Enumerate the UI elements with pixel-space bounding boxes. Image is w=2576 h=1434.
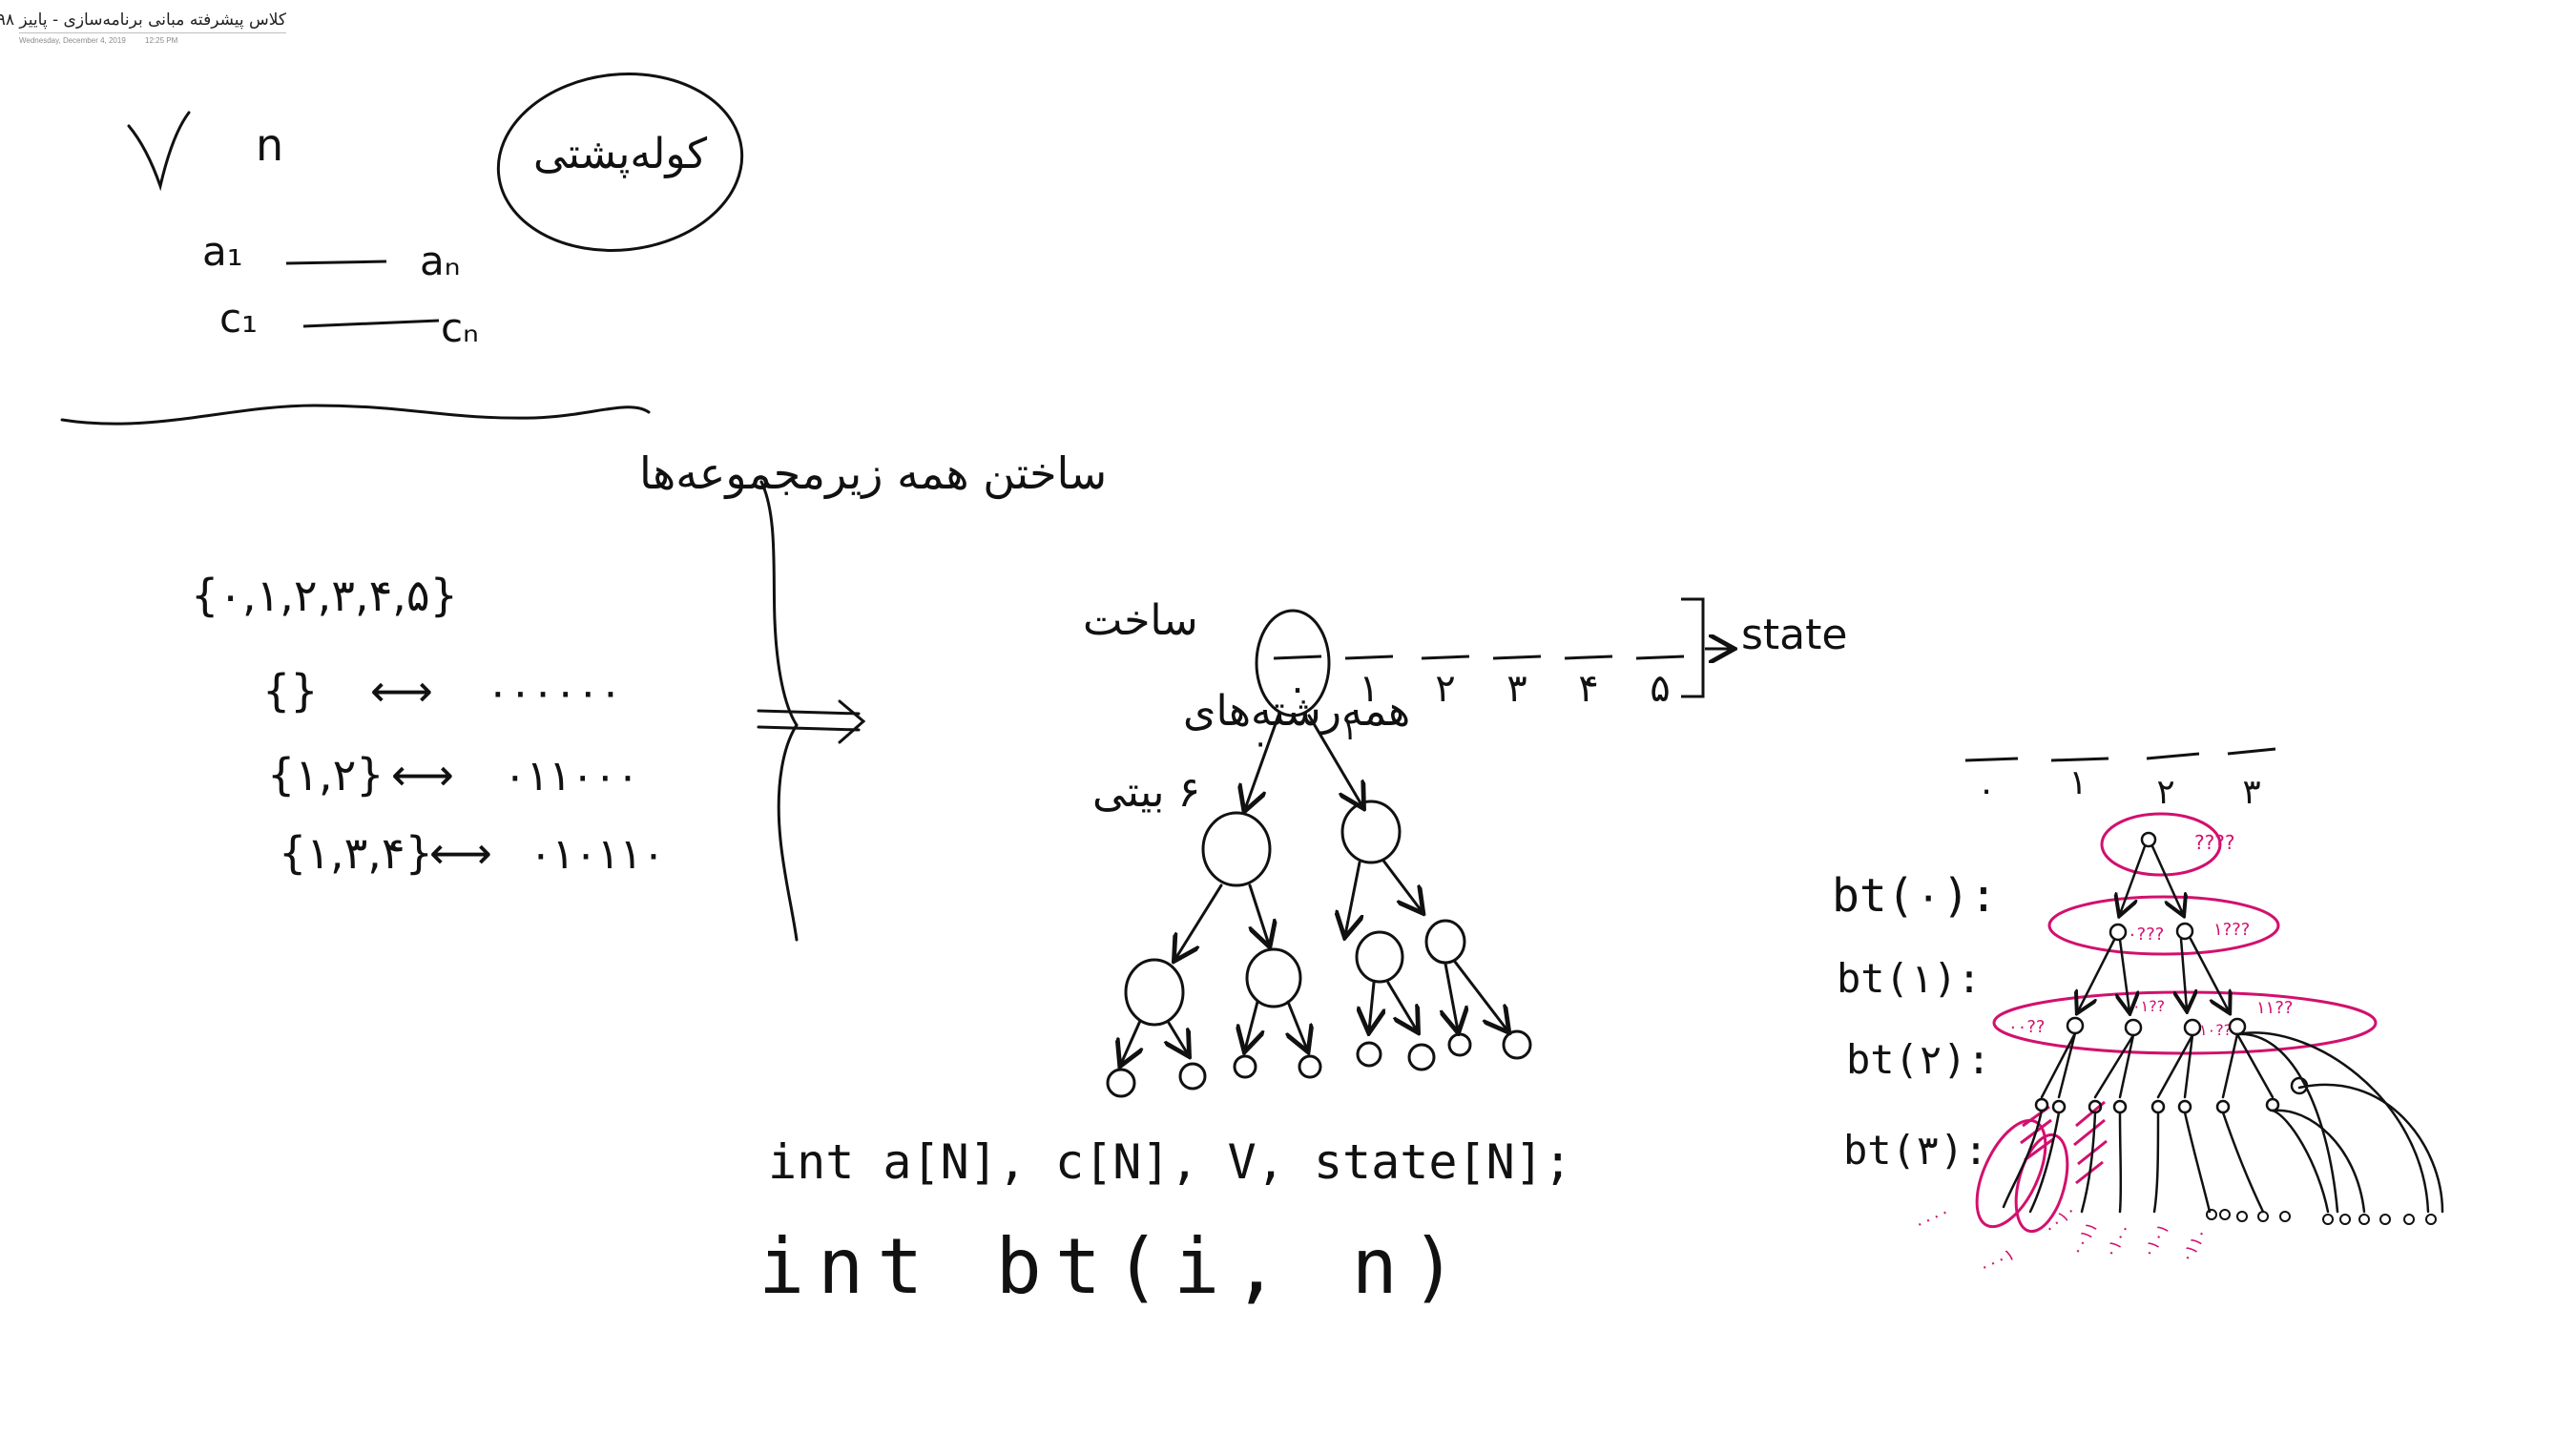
tree-root-node <box>1255 609 1331 717</box>
tree-node-l2-a <box>1124 958 1185 1027</box>
mapping-0-arrow: ⟷ <box>370 665 433 717</box>
digit-4: ۴ <box>1578 667 1598 711</box>
check-mark-glyph <box>127 111 191 192</box>
pink-leaf-2: ۰۰۱۰ <box>2040 1200 2081 1239</box>
tree-node-l1-right <box>1340 800 1402 864</box>
binary-tree <box>1106 609 1532 1098</box>
right-digit-1: ۱ <box>2068 763 2087 802</box>
bt-call-3: bt(۳): <box>1843 1127 1988 1174</box>
state-label: state <box>1741 611 1847 659</box>
section-heading: ساختن همه زیرمجموعه‌ها <box>639 447 1107 500</box>
digit-2: ۲ <box>1435 667 1455 711</box>
digit-1: ۱ <box>1359 667 1379 711</box>
right-digit-0: ۰ <box>1977 771 1995 810</box>
pink-leaf-1: ۰۰۰۱ <box>1976 1244 2018 1278</box>
bt-call-1: bt(۱): <box>1837 955 1982 1002</box>
pink-level1-right: ۱??? <box>2213 920 2250 940</box>
tree-node-l2-b <box>1245 947 1302 1008</box>
pink-level2-a: ۰۰?? <box>2008 1017 2045 1037</box>
mapping-0-subset: {} <box>262 665 319 717</box>
implies-arrow <box>757 699 866 744</box>
middle-text-line2: همه‌رشته‌های <box>1183 687 1410 736</box>
mapping-1-subset: {۱,۲} <box>267 749 384 800</box>
edge-label-zero: ۰ <box>1252 724 1269 762</box>
a-dash <box>285 260 387 265</box>
tree-node-l2-c <box>1355 930 1404 984</box>
big-brace <box>759 480 799 942</box>
right-digit-2: ۲ <box>2156 773 2174 812</box>
bt-call-2: bt(۲): <box>1846 1036 1991 1083</box>
set-full: {۰,۱,۲,۳,۴,۵} <box>191 570 458 621</box>
a-first: a₁ <box>202 228 243 275</box>
pink-leaf-0: ۰۰۰۰ <box>1911 1201 1953 1235</box>
top-left-notes <box>127 111 191 192</box>
mapping-2-subset: {۱,۳,۴} <box>279 827 433 879</box>
digit-row: ۰ ۱ ۲ ۳ ۴ ۵ <box>1273 655 1685 711</box>
n-label: n <box>256 119 283 171</box>
mapping-2-arrow: ⟷ <box>429 827 492 879</box>
mapping-1-bits: ۰۱۱۰۰۰ <box>504 752 639 800</box>
right-digit-3: ۳ <box>2242 773 2260 812</box>
circled-word: کوله‌پشتی <box>533 130 707 178</box>
state-bracket <box>1681 597 1705 698</box>
c-last: cₙ <box>441 304 479 351</box>
pink-leaf-4: ۰۱۰۰ <box>2100 1220 2136 1262</box>
page-date: Wednesday, December 4, 2019 <box>19 36 126 45</box>
digit-5: ۵ <box>1650 667 1670 711</box>
page-time: 12:25 PM <box>145 36 178 45</box>
pink-level2-b: ۰۱?? <box>2132 997 2165 1015</box>
a-last: aₙ <box>420 238 460 284</box>
pink-level2-d: ۱۱?? <box>2256 998 2293 1018</box>
middle-text-line3: ۶ بیتی <box>1092 768 1200 817</box>
pink-level2-c: ۱۰?? <box>2199 1021 2232 1039</box>
mapping-2-bits: ۰۱۰۱۱۰ <box>530 830 665 879</box>
page-header: کلاس پیشرفته مبانی برنامه‌سازی - پاییز ۹… <box>0 10 286 45</box>
pink-leaf-3: ۰۰۱۱ <box>2067 1218 2103 1260</box>
page-title[interactable]: کلاس پیشرفته مبانی برنامه‌سازی - پاییز ۹… <box>0 10 286 33</box>
right-tree <box>2002 831 2444 1225</box>
middle-text-line1: ساخت <box>1083 596 1198 645</box>
digit-3: ۳ <box>1506 667 1527 711</box>
code-line-2: int bt(i, n) <box>758 1222 1470 1311</box>
bt-call-0: bt(۰): <box>1832 869 1997 923</box>
c-first: c₁ <box>219 295 258 342</box>
page-meta: Wednesday, December 4, 2019 12:25 PM <box>19 36 286 45</box>
pink-leaf-6: ۰۱۱۰ <box>2176 1225 2212 1267</box>
c-dash <box>302 319 440 328</box>
mapping-0-bits: ۰۰۰۰۰۰ <box>487 668 622 717</box>
right-digit-row: ۰ ۱ ۲ ۳ <box>1964 747 2276 812</box>
pink-level1-left: ۰??? <box>2128 925 2164 945</box>
wavy-separator <box>60 404 651 426</box>
circled-word-outline <box>496 73 744 252</box>
code-line-1: int a[N], c[N], V, state[N]; <box>768 1134 1572 1190</box>
pink-level0: ???? <box>2194 831 2234 854</box>
tree-node-l1-left <box>1201 811 1272 887</box>
mapping-1-arrow: ⟷ <box>391 749 454 800</box>
tree-node-l2-d <box>1424 919 1466 965</box>
digit-0: ۰ <box>1287 667 1307 711</box>
pink-leaf-5: ۰۱۰۱ <box>2138 1220 2174 1262</box>
edge-label-one: ۱ <box>1340 710 1358 748</box>
